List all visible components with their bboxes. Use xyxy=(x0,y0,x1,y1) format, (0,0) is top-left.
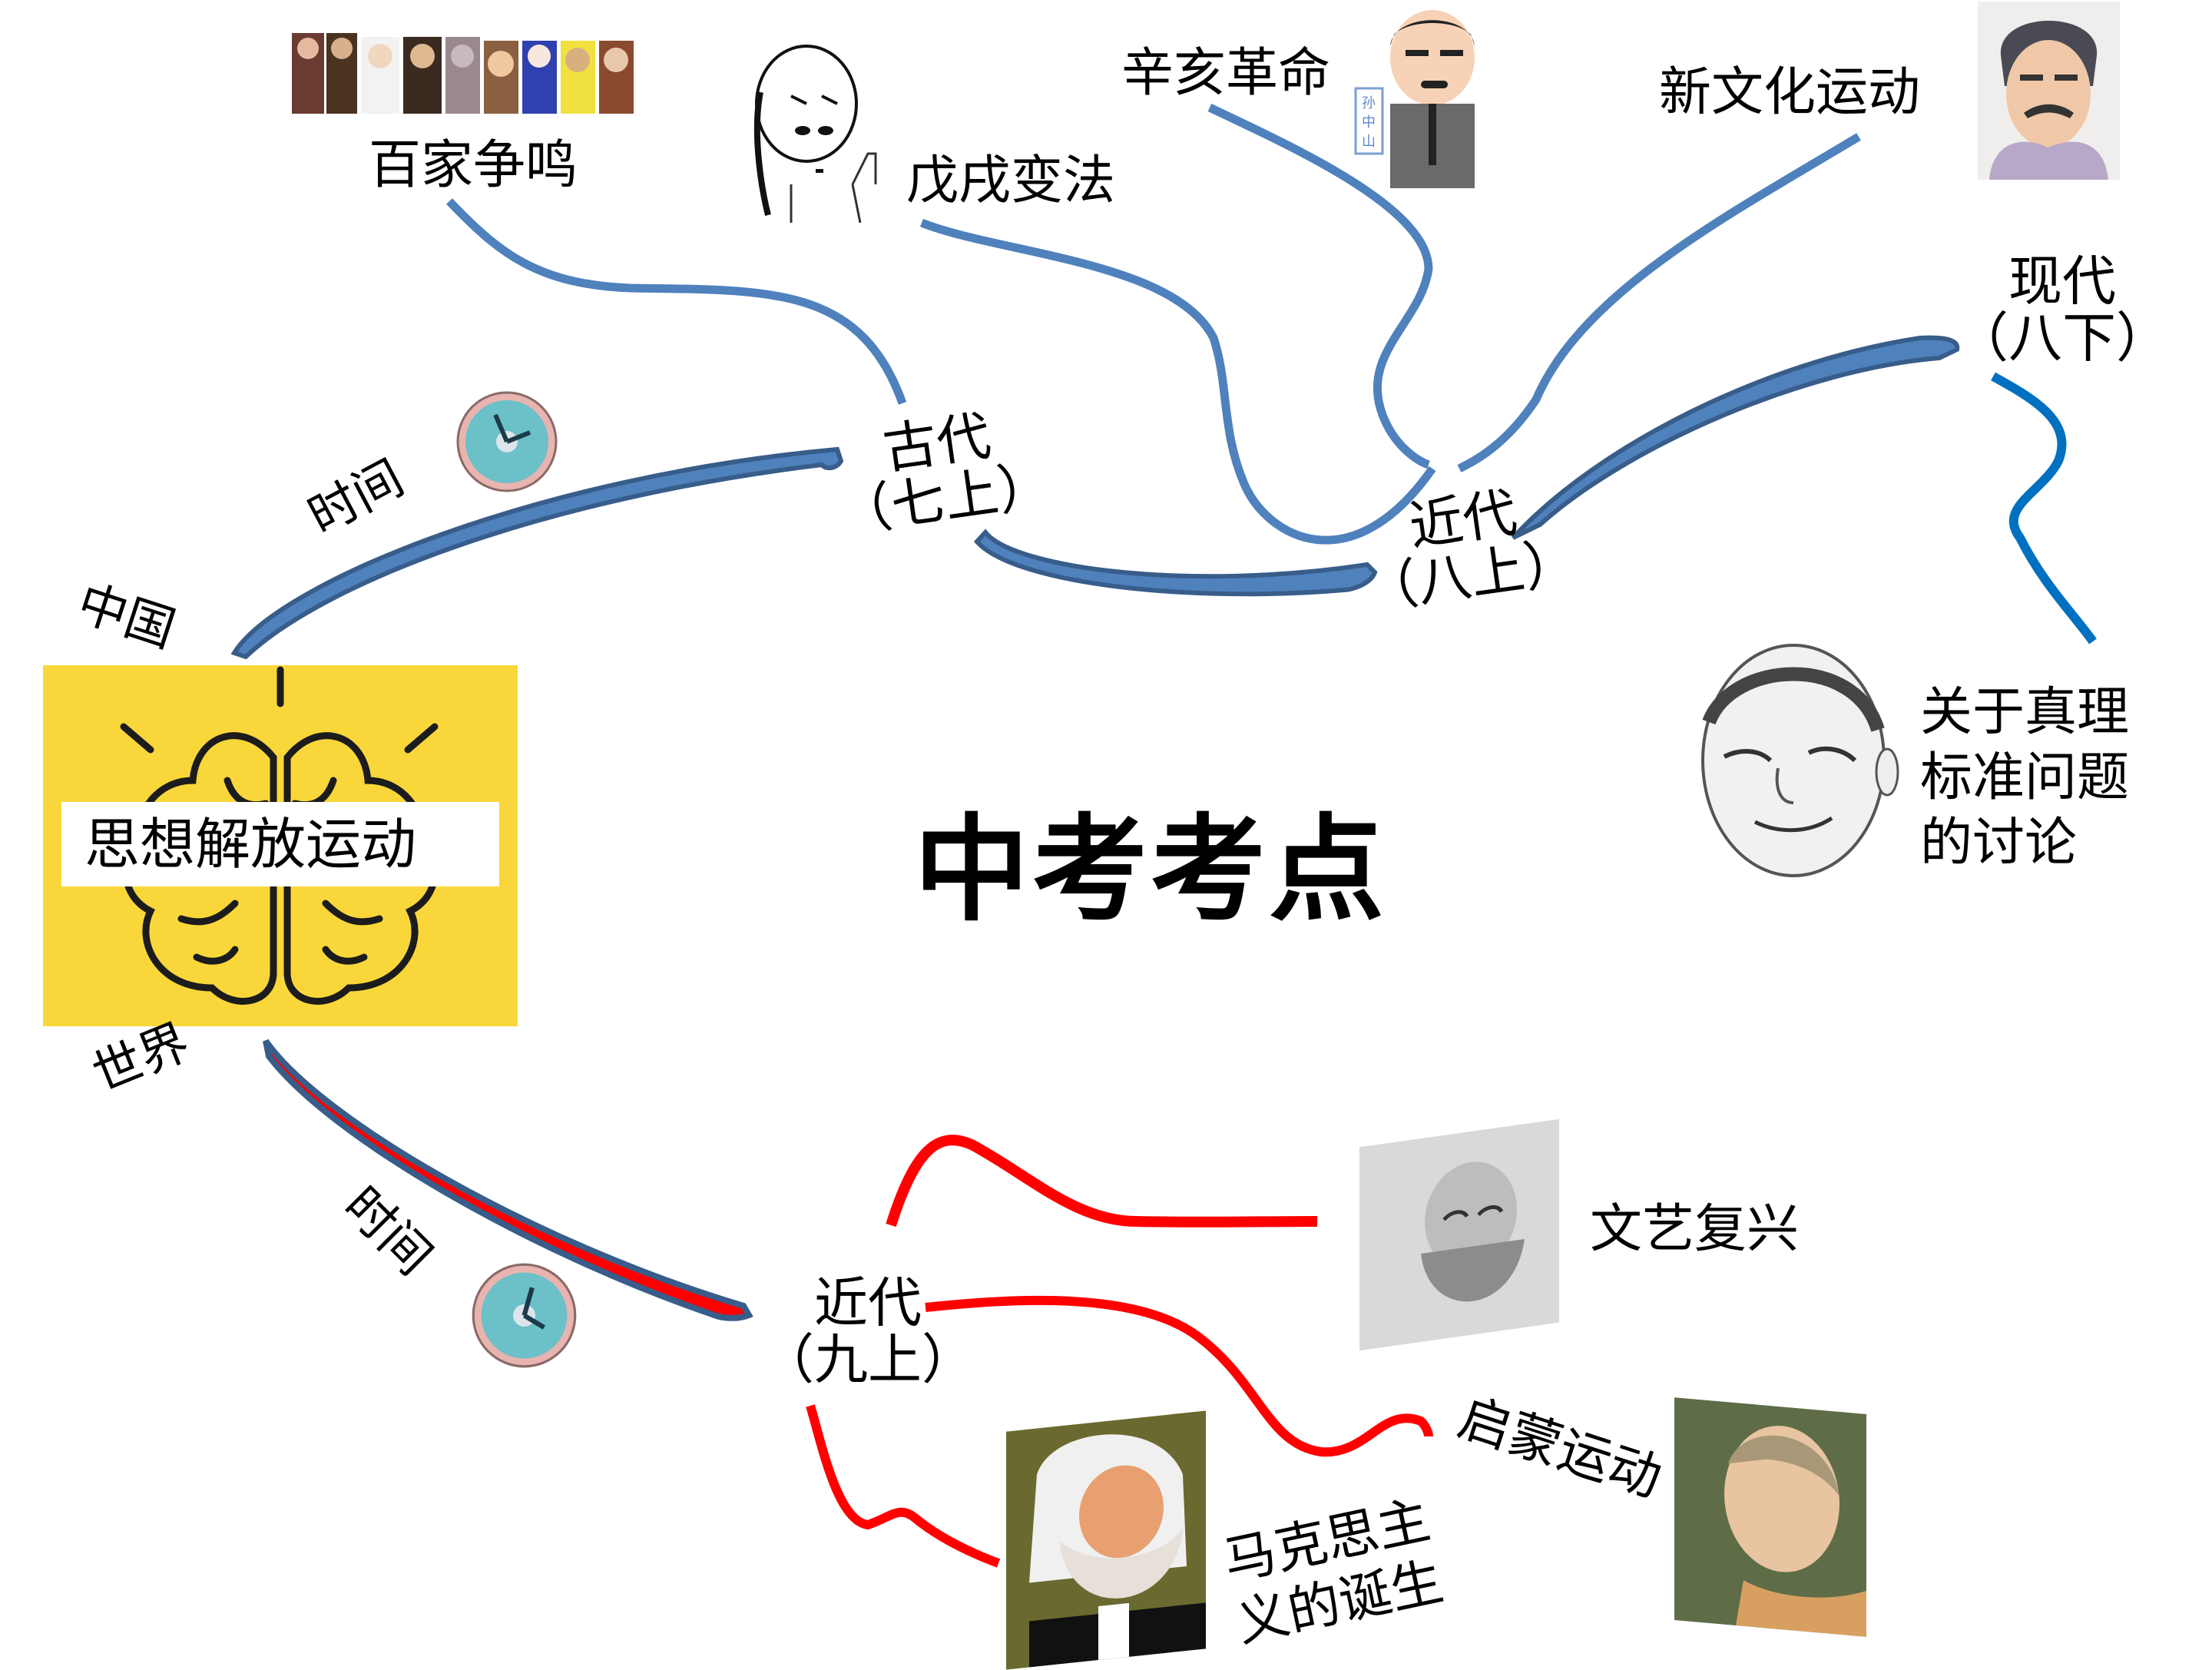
link-renaissance xyxy=(886,1135,1318,1228)
deng-xiaoping-sketch-image xyxy=(1694,638,1905,903)
period-name: 近代 xyxy=(814,1271,922,1334)
period-node-modern-world[interactable]: 近代 （九上） xyxy=(760,1271,975,1391)
link-marxism xyxy=(806,1404,1001,1568)
topic-hundred-schools[interactable]: 百家争鸣 xyxy=(369,135,578,196)
hundred-schools-philosophers-image xyxy=(292,22,641,114)
montesquieu-portrait-image xyxy=(1674,1397,1866,1637)
center-node[interactable]: 思想解放运动 xyxy=(43,665,518,1026)
topic-wuxu-reform[interactable]: 戊戌变法 xyxy=(906,151,1116,211)
link-wuxu-reform xyxy=(919,218,1436,545)
topic-xinhai-revolution[interactable]: 辛亥革命 xyxy=(1121,43,1331,104)
clock-icon xyxy=(472,1263,577,1368)
karl-marx-portrait-image xyxy=(1006,1410,1206,1670)
modern-to-contemporary-arrow xyxy=(1511,335,1960,540)
topic-new-culture[interactable]: 新文化运动 xyxy=(1659,62,1921,123)
ancient-to-modern-arrow xyxy=(973,529,1378,597)
link-new-culture xyxy=(1457,133,1861,472)
svg-text:山: 山 xyxy=(1362,134,1376,150)
image-tag-sun-yat-sen: 孙 xyxy=(1362,95,1376,111)
leonardo-sketch-image xyxy=(1359,1118,1559,1351)
period-name: 现代 xyxy=(2008,250,2116,313)
clock-icon xyxy=(456,391,558,492)
center-node-label: 思想解放运动 xyxy=(61,802,499,886)
period-grade: （九上） xyxy=(760,1327,975,1391)
link-xinhai-revolution xyxy=(1207,104,1433,469)
period-node-contemporary[interactable]: 现代 （八下） xyxy=(1955,253,2170,366)
link-enlightenment xyxy=(925,1295,1433,1457)
period-grade: （八下） xyxy=(1955,306,2170,369)
page-title: 中考考点 xyxy=(914,804,1388,937)
china-time-arrow xyxy=(230,446,844,660)
link-truth-discussion xyxy=(1991,372,2097,644)
link-hundred-schools xyxy=(446,198,907,405)
topic-renaissance[interactable]: 文艺复兴 xyxy=(1590,1199,1800,1260)
topic-truth-discussion[interactable]: 关于真理 标准问题 的讨论 xyxy=(1920,682,2130,873)
lu-xun-portrait-image xyxy=(1978,2,2120,180)
svg-text:中: 中 xyxy=(1362,114,1376,131)
sun-yat-sen-cartoon-image: 孙 中 山 xyxy=(1348,4,1502,188)
world-time-arrow xyxy=(263,1039,753,1321)
qing-reformer-cartoon-image xyxy=(745,31,899,223)
